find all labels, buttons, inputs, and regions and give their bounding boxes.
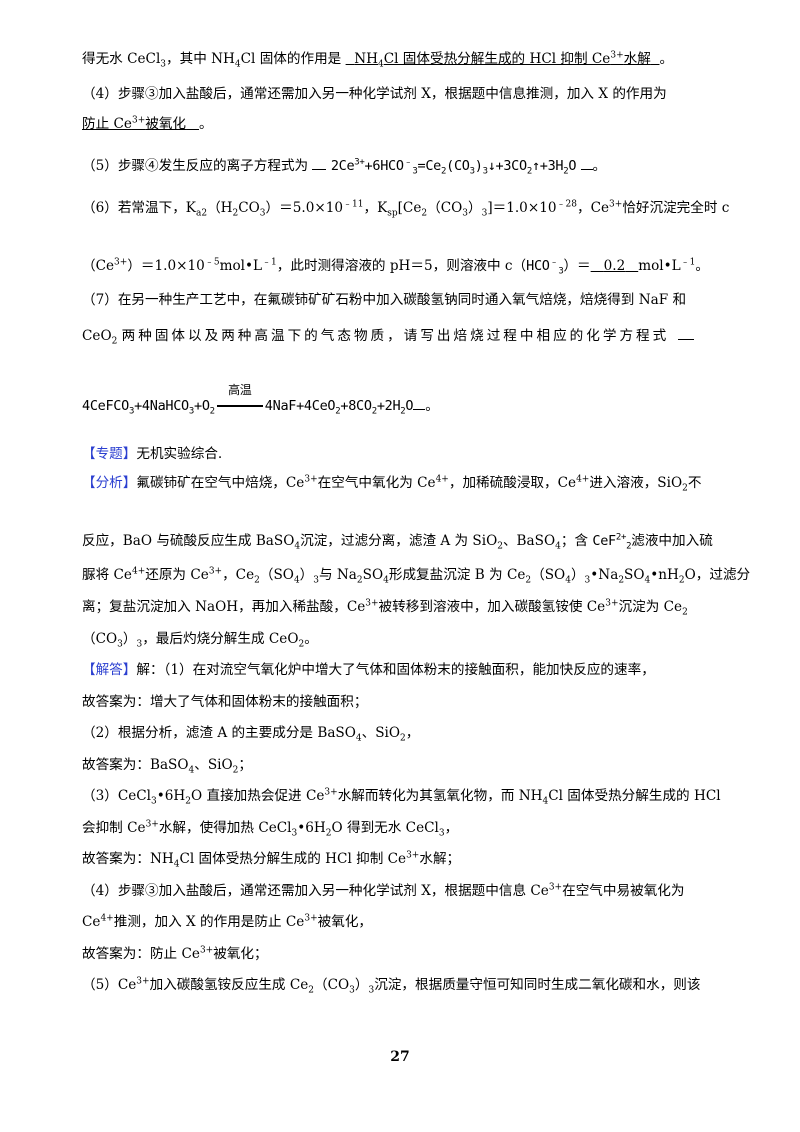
solution-line-4: 故答案为：BaSO4、SiO2； (82, 757, 252, 776)
solution-line-2: 故答案为：增大了气体和固体粉末的接触面积； (82, 694, 368, 710)
solution-line-11: （5）Ce3+加入碳酸氢铵反应生成 Ce2（CO3）3沉淀，根据质量守恒可知同时… (82, 976, 701, 996)
answer-6: （Ce3+）＝1.0×10﹣5mol•L﹣1，此时测得溶液的 pH＝5，则溶液中… (82, 257, 709, 277)
ionic-equation: 2Ce3++6HCO﹣3=Ce2(CO3)3↓+3CO2↑+3H2O (330, 157, 577, 177)
question-5: （5）步骤④发生反应的离子方程式为 2Ce3++6HCO﹣3=Ce2(CO3)3… (82, 155, 730, 176)
analysis-line-3: 脲将 Ce4+还原为 Ce3+，Ce2（SO4）3与 Na2SO4形成复盐沉淀 … (82, 566, 751, 586)
answer-line-3-end: 得无水 CeCl3，其中 NH4Cl 固体的作用是 NH4Cl 固体受热分解生成… (82, 50, 674, 70)
solution-line-9: Ce4+推测，加入 X 的作用是防止 Ce3+被氧化， (82, 913, 373, 930)
reaction-condition: 高温 (215, 383, 265, 416)
solution-line-1: 【解答】解：（1）在对流空气氧化炉中增大了气体和固体粉末的接触面积，能加快反应的… (82, 662, 655, 678)
solution-line-3: （2）根据分析，滤渣 A 的主要成分是 BaSO4、SiO2， (82, 725, 420, 744)
analysis-line-2: 反应，BaO 与硫酸反应生成 BaSO4沉淀，过滤分离，滤渣 A 为 SiO2、… (82, 532, 713, 552)
solution-line-6: 会抑制 Ce3+水解，使得加热 CeCl3•6H2O 得到无水 CeCl3， (82, 819, 459, 839)
solution-line-8: （4）步骤③加入盐酸后，通常还需加入另一种化学试剂 X，根据题中信息 Ce3+在… (82, 882, 685, 899)
solution-line-5: （3）CeCl3•6H2O 直接加热会促进 Ce3+水解而转化为其氢氧化物，而 … (82, 787, 721, 807)
question-4: （4）步骤③加入盐酸后，通常还需加入另一种化学试剂 X，根据题中信息推测，加入 … (82, 86, 667, 102)
topic-line: 【专题】无机实验综合. (82, 446, 223, 462)
question-6: （6）若常温下，Ka2（H2CO3）＝5.0×10﹣11，Ksp[Ce2（CO3… (82, 199, 730, 219)
analysis-line-4: 离；复盐沉淀加入 NaOH，再加入稀盐酸，Ce3+被转移到溶液中，加入碳酸氢铵使… (82, 598, 688, 618)
analysis-line-5: （CO3）3，最后灼烧分解生成 CeO2。 (82, 631, 318, 650)
question-7-cont: CeO2 两种固体以及两种高温下的气态物质，请写出焙烧过程中相应的化学方程式 (82, 325, 730, 346)
analysis-line-1: 【分析】氟碳铈矿在空气中焙烧，Ce3+在空气中氧化为 Ce4+，加稀硫酸浸取，C… (82, 474, 702, 494)
solution-line-10: 故答案为：防止 Ce3+被氧化； (82, 945, 268, 962)
page-number: 27 (390, 1049, 410, 1065)
solution-line-7: 故答案为：NH4Cl 固体受热分解生成的 HCl 抑制 Ce3+水解； (82, 850, 461, 870)
question-7: （7）在另一种生产工艺中，在氟碳铈矿矿石粉中加入碳酸氢钠同时通入氧气焙烧，焙烧得… (82, 292, 687, 308)
answer-4: 防止 Ce3+被氧化 。 (82, 115, 213, 132)
